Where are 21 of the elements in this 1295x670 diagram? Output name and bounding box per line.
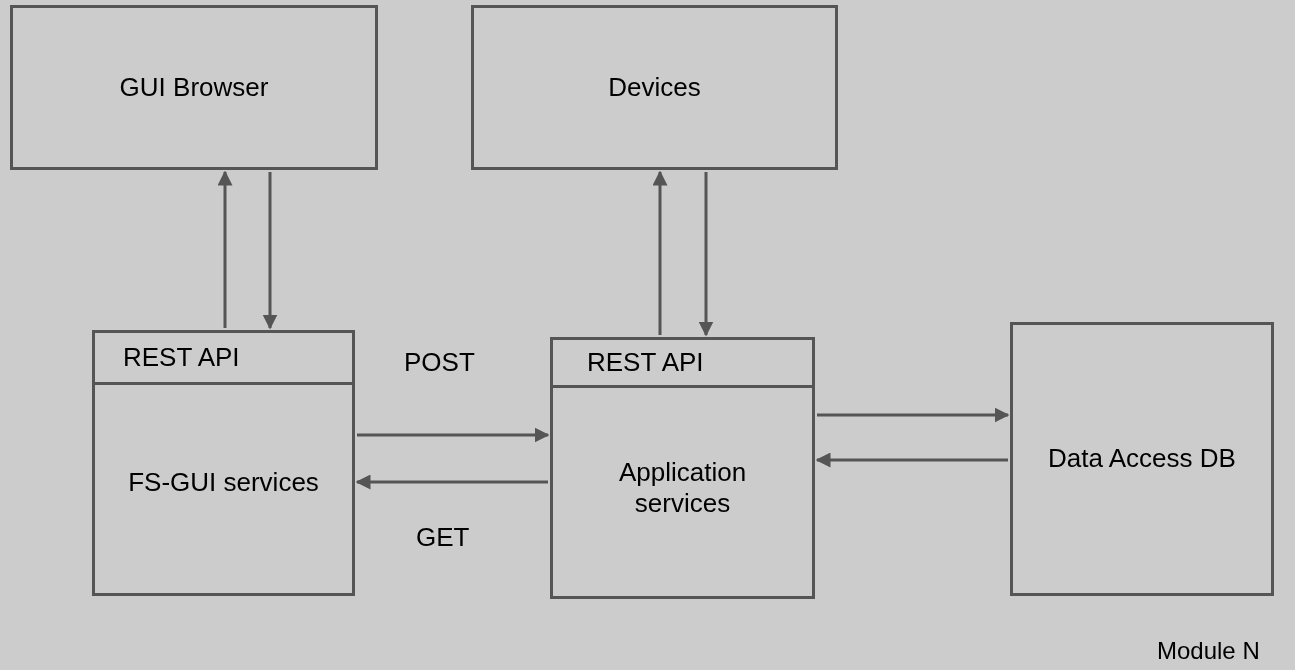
arrow bbox=[357, 427, 550, 443]
note-label: Module N bbox=[1157, 637, 1260, 665]
arrow bbox=[652, 170, 668, 335]
process-box bbox=[92, 330, 355, 596]
box-label: Data Access DB bbox=[1048, 443, 1236, 475]
arrow bbox=[815, 452, 1008, 468]
box-label: GUI Browser bbox=[119, 71, 269, 104]
arrow bbox=[262, 172, 278, 330]
header-label: REST API bbox=[587, 346, 704, 379]
arrow bbox=[355, 474, 548, 490]
process-box bbox=[471, 5, 838, 170]
process-box bbox=[10, 5, 378, 170]
box-label: FS-GUI services bbox=[128, 467, 319, 499]
arrow bbox=[817, 407, 1010, 423]
box-label: Devices bbox=[608, 71, 701, 104]
process-box bbox=[1010, 322, 1274, 596]
process-box bbox=[550, 337, 815, 599]
header-label: REST API bbox=[123, 341, 240, 374]
arrow bbox=[698, 172, 714, 337]
arrow bbox=[217, 170, 233, 328]
box-label: Application services bbox=[617, 456, 748, 520]
